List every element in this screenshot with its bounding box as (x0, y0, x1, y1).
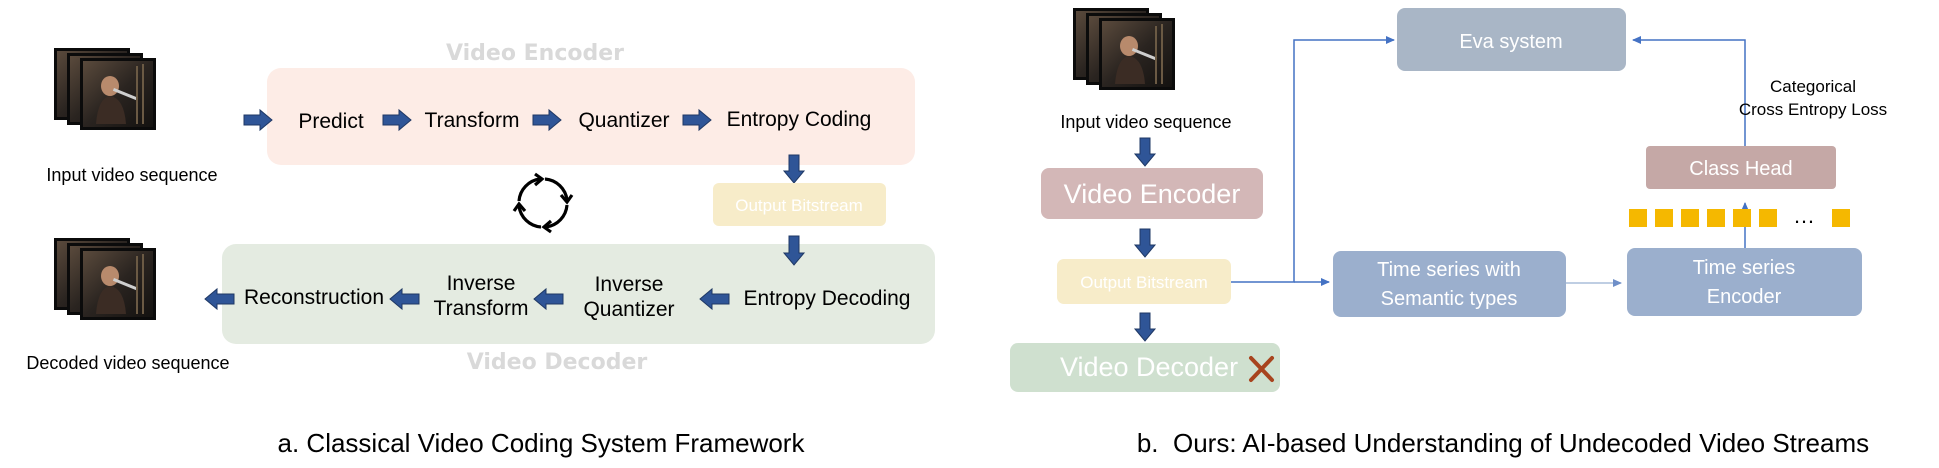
entropy-decoding-step: Entropy Decoding (744, 287, 911, 310)
token-ellipsis: … (1793, 203, 1815, 228)
arrow-right-icon (243, 108, 273, 132)
video-encoder-box (1041, 168, 1263, 219)
inverse-transform-line1: Inverse (447, 272, 516, 295)
timeseries-semantic-line2: Semantic types (1381, 288, 1518, 310)
inverse-transform-line2: Transform (434, 297, 529, 320)
token-square (1629, 209, 1647, 227)
arrow-left-icon (204, 287, 235, 311)
token-square (1681, 209, 1699, 227)
decoder-panel (222, 244, 935, 344)
output-bitstream-label: Output Bitstream (735, 196, 863, 215)
predict-step: Predict (298, 110, 364, 133)
refresh-cycle-icon (512, 172, 574, 234)
encoder-panel (267, 68, 915, 165)
video-encoder-label: Video Encoder (1064, 179, 1241, 209)
timeseries-encoder-box (1627, 248, 1862, 316)
inverse-quantizer-line2: Quantizer (583, 298, 674, 321)
class-head-label: Class Head (1689, 158, 1792, 180)
arrow-left-icon (699, 287, 730, 311)
arrow-down-icon (1133, 312, 1157, 342)
arrow-right-icon (382, 108, 412, 132)
timeseries-encoder-line1: Time series (1693, 257, 1796, 279)
arrow-left-icon (389, 287, 420, 311)
caption-left: a. Classical Video Coding System Framewo… (278, 428, 806, 458)
token-square (1733, 209, 1751, 227)
timeseries-semantic-box (1333, 251, 1566, 317)
quantizer-step: Quantizer (578, 109, 669, 132)
arrow-right-icon (532, 108, 562, 132)
timeseries-encoder-line2: Encoder (1707, 286, 1782, 308)
reconstruction-step: Reconstruction (244, 286, 384, 309)
connector-to-eva (1231, 36, 1395, 283)
video-frames-icon (54, 48, 156, 130)
timeseries-semantic-line1: Time series with (1377, 259, 1521, 281)
video-decoder-label: Video Decoder (1060, 352, 1238, 382)
loss-label-line1: Categorical (1770, 77, 1856, 96)
entropy-coding-step: Entropy Coding (727, 108, 872, 131)
video-decoder-box (1010, 343, 1280, 392)
transform-step: Transform (425, 109, 520, 132)
token-square (1707, 209, 1725, 227)
cross-icon (1249, 356, 1274, 382)
connector-classhead-to-eva (1632, 36, 1746, 146)
token-square (1832, 209, 1850, 227)
eva-system-label: Eva system (1459, 31, 1562, 53)
class-head-box (1646, 146, 1836, 189)
loss-label-line2: Cross Entropy Loss (1739, 100, 1887, 119)
decoder-title: Video Decoder (467, 350, 648, 375)
arrow-down-icon (782, 235, 806, 266)
video-frames-icon (1073, 8, 1175, 90)
output-bitstream-label-right: Output Bitstream (1080, 273, 1208, 292)
output-bitstream-box-right (1057, 259, 1231, 304)
inverse-quantizer-line1: Inverse (595, 273, 664, 296)
decoded-video-label: Decoded video sequence (26, 353, 229, 373)
arrow-left-icon (533, 287, 564, 311)
arrow-down-icon (1133, 137, 1157, 167)
eva-system-box (1397, 8, 1626, 71)
arrow-down-icon (782, 154, 806, 184)
video-frames-icon (54, 238, 156, 320)
input-video-label: Input video sequence (46, 165, 217, 185)
input-video-label-right: Input video sequence (1060, 112, 1231, 132)
encoder-title: Video Encoder (446, 41, 624, 66)
token-square (1655, 209, 1673, 227)
output-bitstream-box (713, 183, 886, 226)
token-square (1759, 209, 1777, 227)
arrow-right-icon (682, 108, 712, 132)
caption-right: b. Ours: AI-based Understanding of Undec… (1137, 428, 1869, 458)
arrow-down-icon (1133, 228, 1157, 258)
